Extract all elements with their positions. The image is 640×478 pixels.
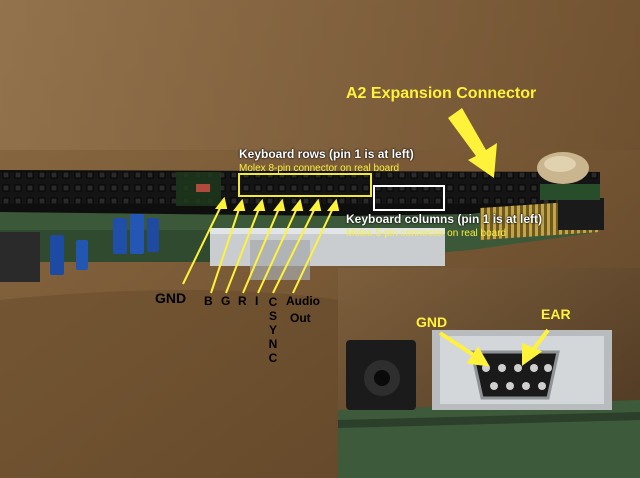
audio-out-label-line2: Out <box>290 311 311 325</box>
capacitor <box>147 218 159 252</box>
csync-letter: N <box>268 337 278 351</box>
csync-letter: C <box>268 295 278 309</box>
db9-pins <box>482 364 552 390</box>
csync-letter: Y <box>268 323 277 337</box>
pin-i-label: I <box>255 294 259 308</box>
csync-label: C S Y N C <box>267 295 279 365</box>
csync-letter: C <box>268 351 278 365</box>
keyboard-rows-sublabel: Molex 8-pin connector on real board <box>239 163 400 174</box>
keyboard-rows-box <box>238 173 372 197</box>
pin-header-pins <box>0 172 600 204</box>
keyboard-columns-label: Keyboard columns (pin 1 is at left) <box>346 212 543 226</box>
inset-ear-label: EAR <box>541 306 571 322</box>
component-block <box>0 232 40 282</box>
a2-arrow <box>448 108 497 178</box>
inset-gnd-label: GND <box>416 314 448 330</box>
capacitor <box>130 214 144 254</box>
capacitor <box>76 240 88 270</box>
pin-arrows <box>182 196 340 294</box>
pin-r-label: R <box>238 294 247 308</box>
audio-out-label-line1: Audio <box>286 294 320 308</box>
capacitor <box>50 235 64 275</box>
capacitor <box>113 218 127 254</box>
pin-g-label: G <box>221 294 231 308</box>
csync-letter: S <box>268 309 277 323</box>
gnd-label: GND <box>155 290 187 306</box>
inset-photo <box>338 268 640 478</box>
pin-b-label: B <box>204 294 213 308</box>
a2-expansion-label: A2 Expansion Connector <box>346 85 537 102</box>
keyboard-columns-box <box>373 185 445 211</box>
keyboard-rows-label: Keyboard rows (pin 1 is at left) <box>239 147 414 161</box>
keyboard-columns-sublabel: Molex 5-pin connector on real board <box>346 228 507 239</box>
